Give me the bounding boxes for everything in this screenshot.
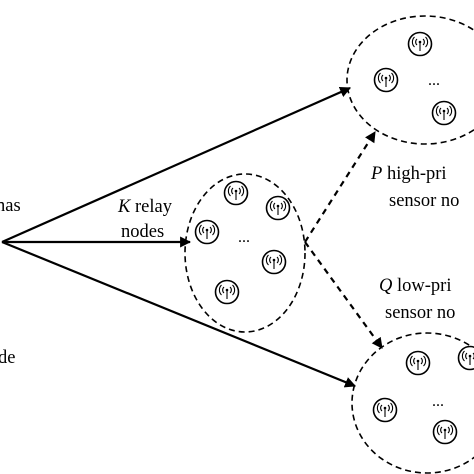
high-cluster-ellipsis: ... (428, 72, 440, 89)
relay-label-line1: K relay (117, 197, 173, 217)
low-priority-label-line1: Q low-pri (379, 276, 451, 296)
relay-cluster (184, 173, 306, 333)
high-priority-cluster (346, 15, 474, 145)
wireless-antenna-icon (223, 180, 249, 206)
wireless-antenna-icon (265, 195, 291, 221)
wireless-antenna-icon (194, 219, 220, 245)
wireless-antenna-icon (407, 31, 433, 57)
low-label-word: low-pri (392, 276, 451, 296)
wireless-antenna-icon (432, 419, 458, 445)
high-priority-label-line2: sensor no (389, 191, 459, 211)
wireless-antenna-icon (214, 279, 240, 305)
wireless-antenna-icon (261, 249, 287, 275)
wireless-antenna-icon (373, 67, 399, 93)
source-label-fragment-top: nas (0, 196, 21, 216)
arrow-source-to-high (1, 86, 352, 244)
relay-label-line2: nodes (121, 222, 164, 242)
wireless-antenna-icon (372, 397, 398, 423)
low-priority-label-line2: sensor no (385, 303, 455, 323)
arrow-source-to-low (1, 240, 357, 388)
low-priority-cluster (351, 332, 474, 474)
wireless-antenna-icon (431, 100, 457, 126)
wireless-antenna-icon (405, 350, 431, 376)
high-count-variable: P (370, 164, 382, 184)
relay-cluster-ellipsis: ... (238, 229, 250, 246)
relay-label-word: relay (130, 197, 172, 217)
source-label-fragment-bottom: de (0, 348, 15, 368)
low-cluster-ellipsis: ... (432, 393, 444, 410)
wireless-antenna-icon (457, 345, 474, 371)
high-priority-label-line1: P high-pri (370, 164, 447, 184)
arrow-relay-to-high (304, 131, 376, 243)
high-label-word: high-pri (382, 164, 446, 184)
arrow-relay-to-low (304, 241, 383, 349)
low-count-variable: Q (379, 276, 393, 296)
relay-count-variable: K (117, 197, 132, 217)
